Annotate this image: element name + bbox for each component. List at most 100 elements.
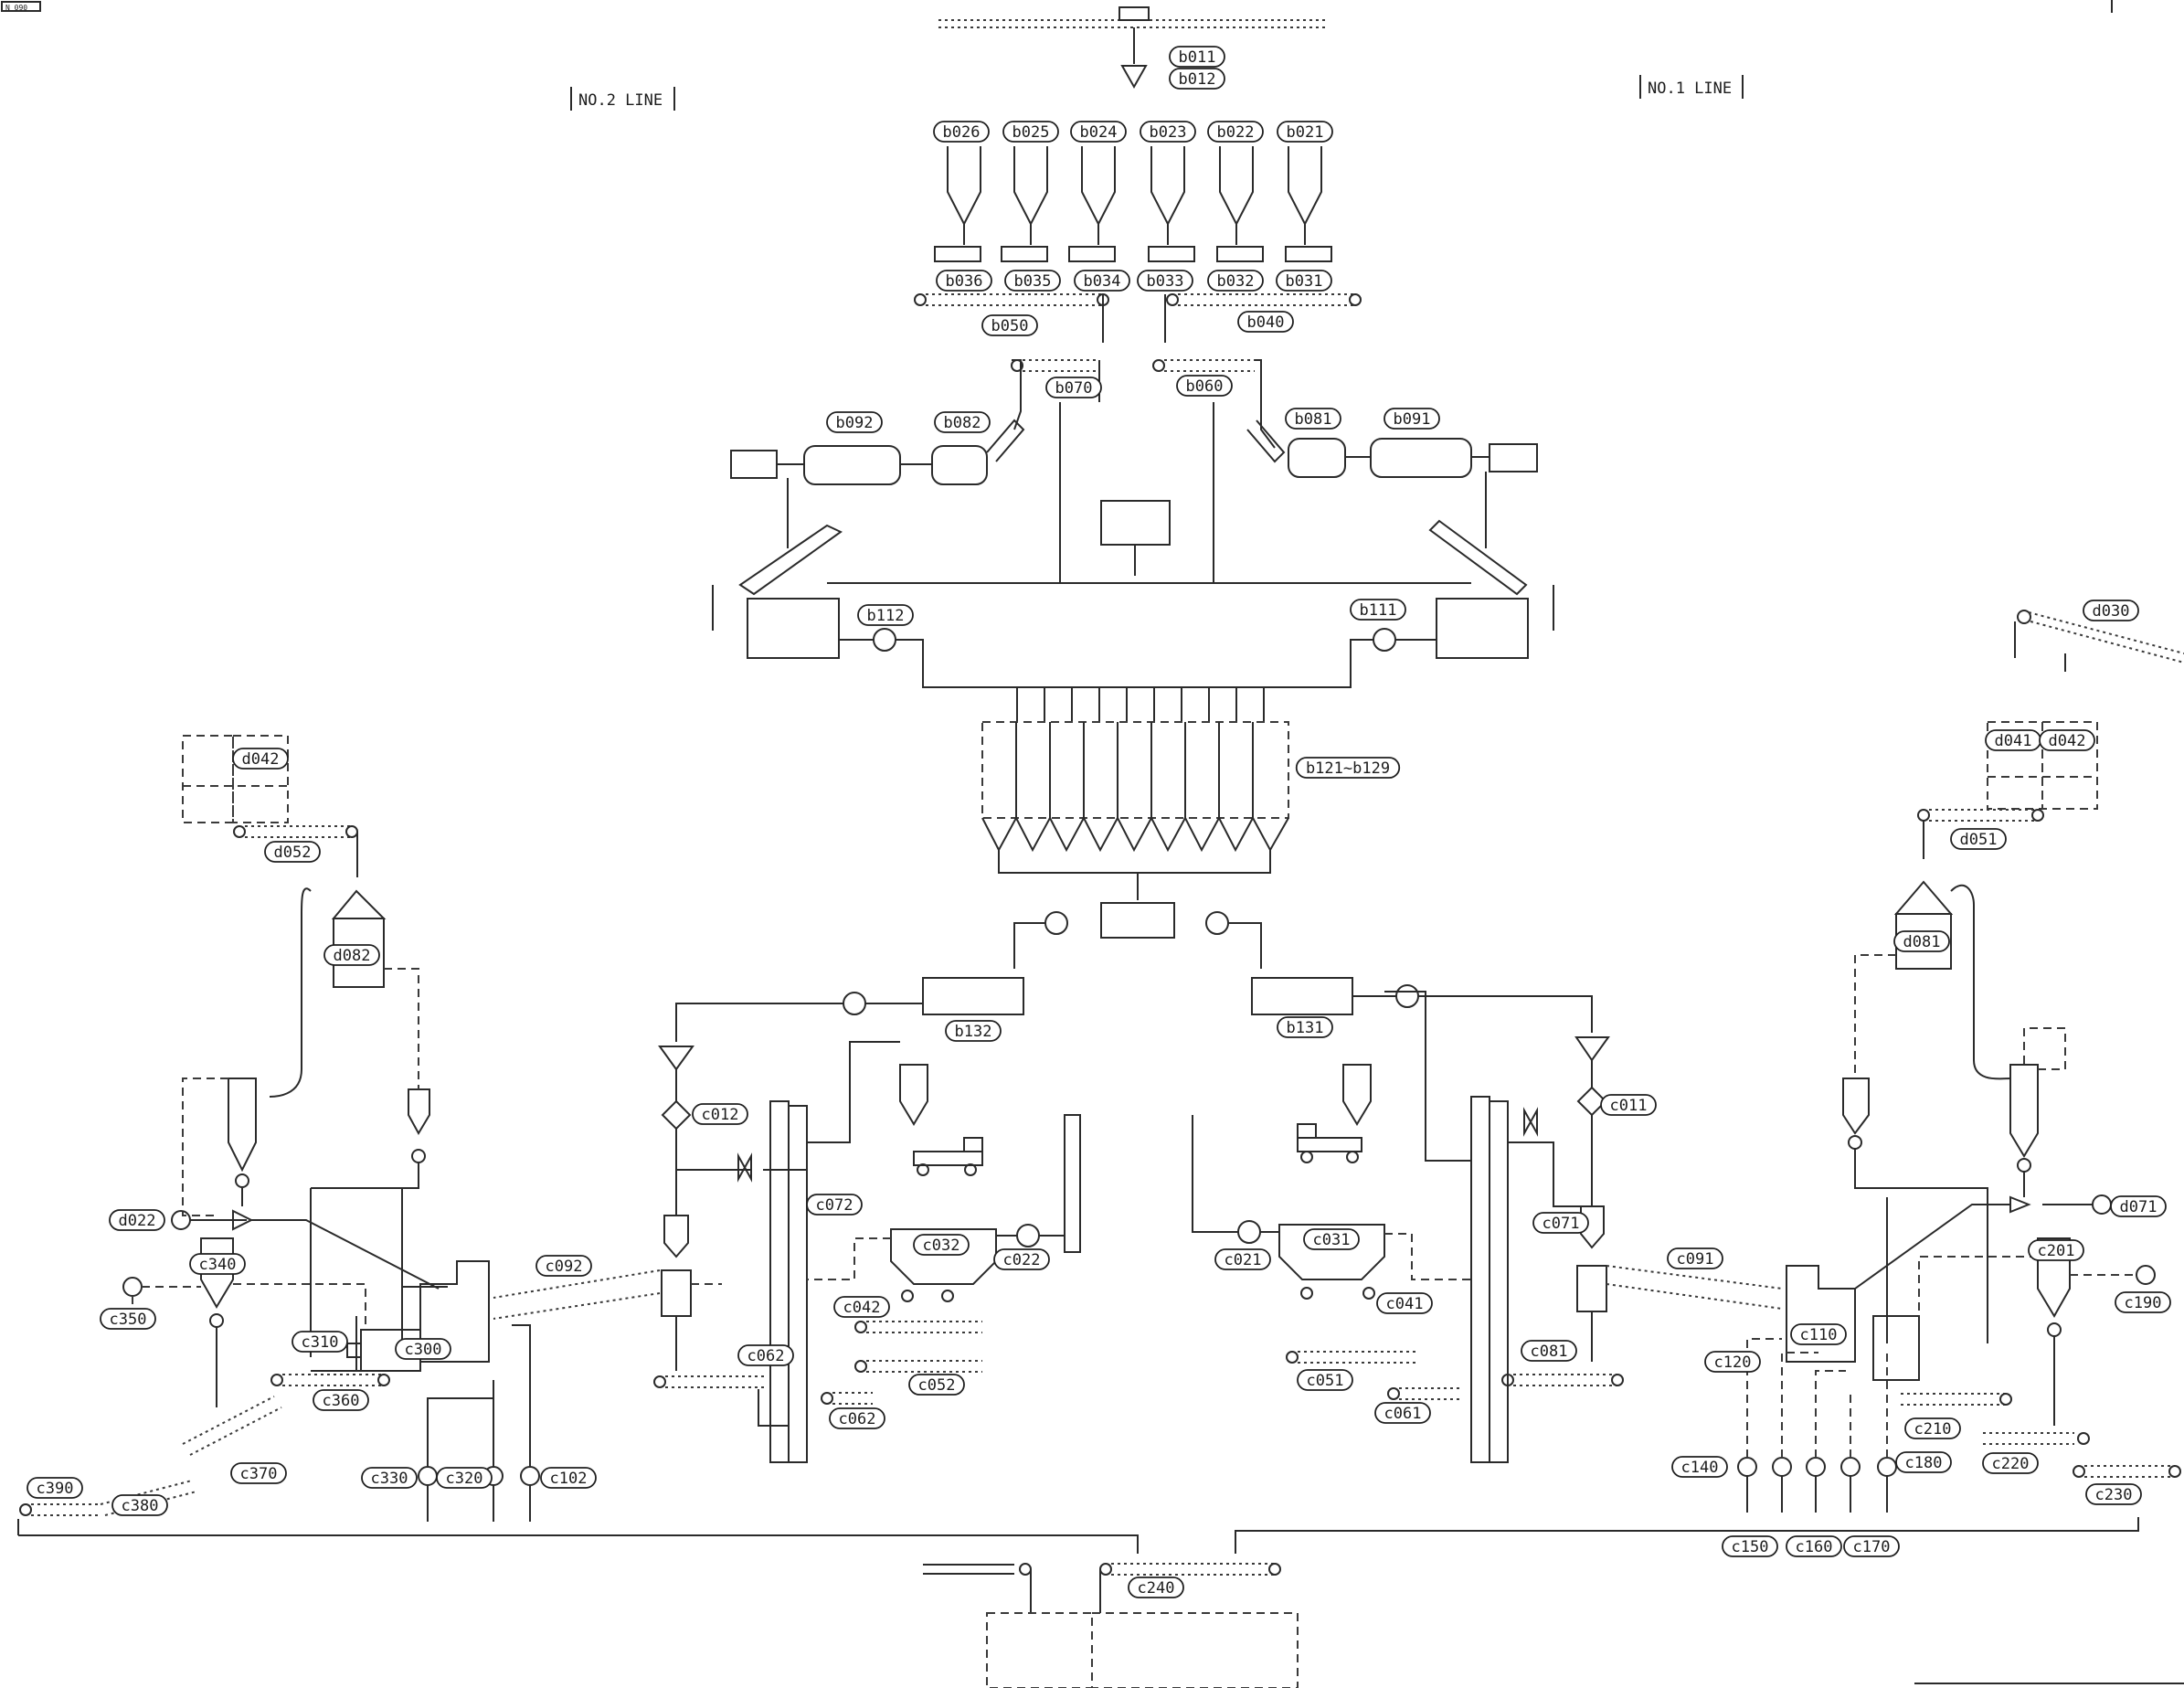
- no1-line-label: NO.1 LINE: [1648, 80, 1732, 98]
- tag-outline: [737, 1344, 794, 1366]
- pump-b111: [1279, 628, 1437, 688]
- tag-c092: c092: [535, 1255, 592, 1277]
- no1-screw-conveyors: [1286, 1351, 1624, 1400]
- tag-outline: [1214, 1248, 1271, 1270]
- tag-outline: [436, 1467, 493, 1489]
- tag-label: c062: [747, 1347, 785, 1365]
- tag-d071: d071: [2110, 1195, 2167, 1217]
- no2-coal-feed-lines: [171, 1162, 440, 1357]
- tag-label: c320: [446, 1470, 483, 1488]
- tag-c390: c390: [27, 1477, 83, 1499]
- tag-outline: [111, 1494, 168, 1516]
- tag-outline: [934, 411, 991, 433]
- corner-label: N 090: [1, 1, 41, 12]
- tag-b022: b022: [1207, 121, 1264, 143]
- tag-label: c052: [918, 1376, 956, 1395]
- tag-label: b070: [1055, 379, 1093, 398]
- tag-d052: d052: [264, 841, 321, 863]
- no1-cooler-cyclone: [1918, 1237, 2156, 1426]
- tag-outline: [1295, 757, 1401, 779]
- no1-silo-truck: [1297, 1064, 1372, 1163]
- tank-farm: [981, 686, 1289, 900]
- tag-outline: [1722, 1535, 1778, 1557]
- no2-coal-bunker: [182, 735, 358, 838]
- feed-hoppers: [947, 146, 1322, 245]
- tag-outline: [993, 1248, 1050, 1270]
- tag-outline: [913, 1234, 970, 1256]
- tag-label: b132: [955, 1023, 992, 1041]
- tag-outline: [1950, 828, 2007, 850]
- tag-label: c011: [1610, 1097, 1648, 1115]
- tag-d041: d041: [1985, 729, 2041, 751]
- tag-c370: c370: [230, 1462, 287, 1484]
- tag-label: c081: [1531, 1343, 1568, 1361]
- tag-outline: [1169, 68, 1225, 90]
- tag-label: c390: [37, 1480, 74, 1498]
- tag-outline: [1277, 1016, 1333, 1038]
- tag-label: b022: [1217, 123, 1255, 142]
- tag-b012: b012: [1169, 68, 1225, 90]
- tag-b121-b129: b121~b129: [1295, 757, 1401, 779]
- no2-screw-conveyors: [653, 1321, 982, 1427]
- tag-c300: c300: [395, 1338, 451, 1360]
- tag-outline: [361, 1467, 418, 1489]
- tag-b011: b011: [1169, 46, 1225, 68]
- tag-c071: c071: [1532, 1212, 1589, 1234]
- tag-label: c310: [302, 1333, 339, 1352]
- line-split: [675, 902, 1593, 1042]
- tag-outline: [1667, 1247, 1723, 1269]
- tag-label: b040: [1247, 313, 1285, 332]
- tag-label: d041: [1995, 732, 2032, 750]
- tag-b111: b111: [1350, 599, 1406, 621]
- no2-line-header: NO.2 LINE: [570, 87, 675, 111]
- slurry-header: [827, 402, 1471, 584]
- tag-label: d022: [119, 1212, 156, 1230]
- classifier-no1: [1428, 472, 1554, 659]
- no1-feed-train: [1574, 1036, 1610, 1362]
- tag-b032: b032: [1207, 270, 1264, 292]
- tag-c011: c011: [1600, 1094, 1657, 1116]
- tag-outline: [833, 1296, 890, 1318]
- collecting-conveyors: [914, 293, 1362, 449]
- tag-outline: [313, 1389, 369, 1411]
- no2-dust-collector: [807, 1114, 1081, 1302]
- tag-outline: [1704, 1351, 1761, 1373]
- tag-label: c061: [1384, 1405, 1422, 1423]
- tag-label: b082: [944, 414, 981, 432]
- tag-c360: c360: [313, 1389, 369, 1411]
- tag-b082: b082: [934, 411, 991, 433]
- tag-b034: b034: [1074, 270, 1130, 292]
- bottom-collection: [17, 1517, 2184, 1688]
- tag-b070: b070: [1045, 377, 1102, 398]
- tag-outline: [264, 841, 321, 863]
- tag-outline: [1137, 270, 1193, 292]
- tag-c032: c032: [913, 1234, 970, 1256]
- tag-label: d051: [1960, 831, 1998, 849]
- tag-label: d042: [242, 750, 280, 769]
- tag-outline: [1002, 121, 1059, 143]
- tag-c022: c022: [993, 1248, 1050, 1270]
- tag-label: c091: [1677, 1250, 1714, 1269]
- tag-label: b091: [1394, 410, 1431, 429]
- classifier-no2: [712, 478, 843, 659]
- no2-preheater-tower: [676, 1041, 900, 1463]
- tag-label: d030: [2093, 602, 2130, 621]
- tag-label: c300: [405, 1341, 442, 1359]
- tag-b031: b031: [1276, 270, 1332, 292]
- tag-outline: [1843, 1535, 1900, 1557]
- tag-c102: c102: [540, 1467, 597, 1489]
- tag-outline: [540, 1467, 597, 1489]
- tag-c180: c180: [1895, 1451, 1952, 1473]
- tag-label: c092: [546, 1258, 583, 1276]
- tag-c320: c320: [436, 1467, 493, 1489]
- tag-label: b032: [1217, 272, 1255, 291]
- no2-clinker-conveyors: [19, 1316, 393, 1516]
- tag-d081: d081: [1893, 930, 1950, 952]
- weigh-feeders: [934, 246, 1332, 262]
- tag-outline: [1982, 1452, 2039, 1474]
- tag-label: c370: [240, 1465, 278, 1483]
- tag-b035: b035: [1004, 270, 1061, 292]
- tag-c062b: c062: [829, 1407, 885, 1429]
- tag-label: d081: [1903, 933, 1941, 951]
